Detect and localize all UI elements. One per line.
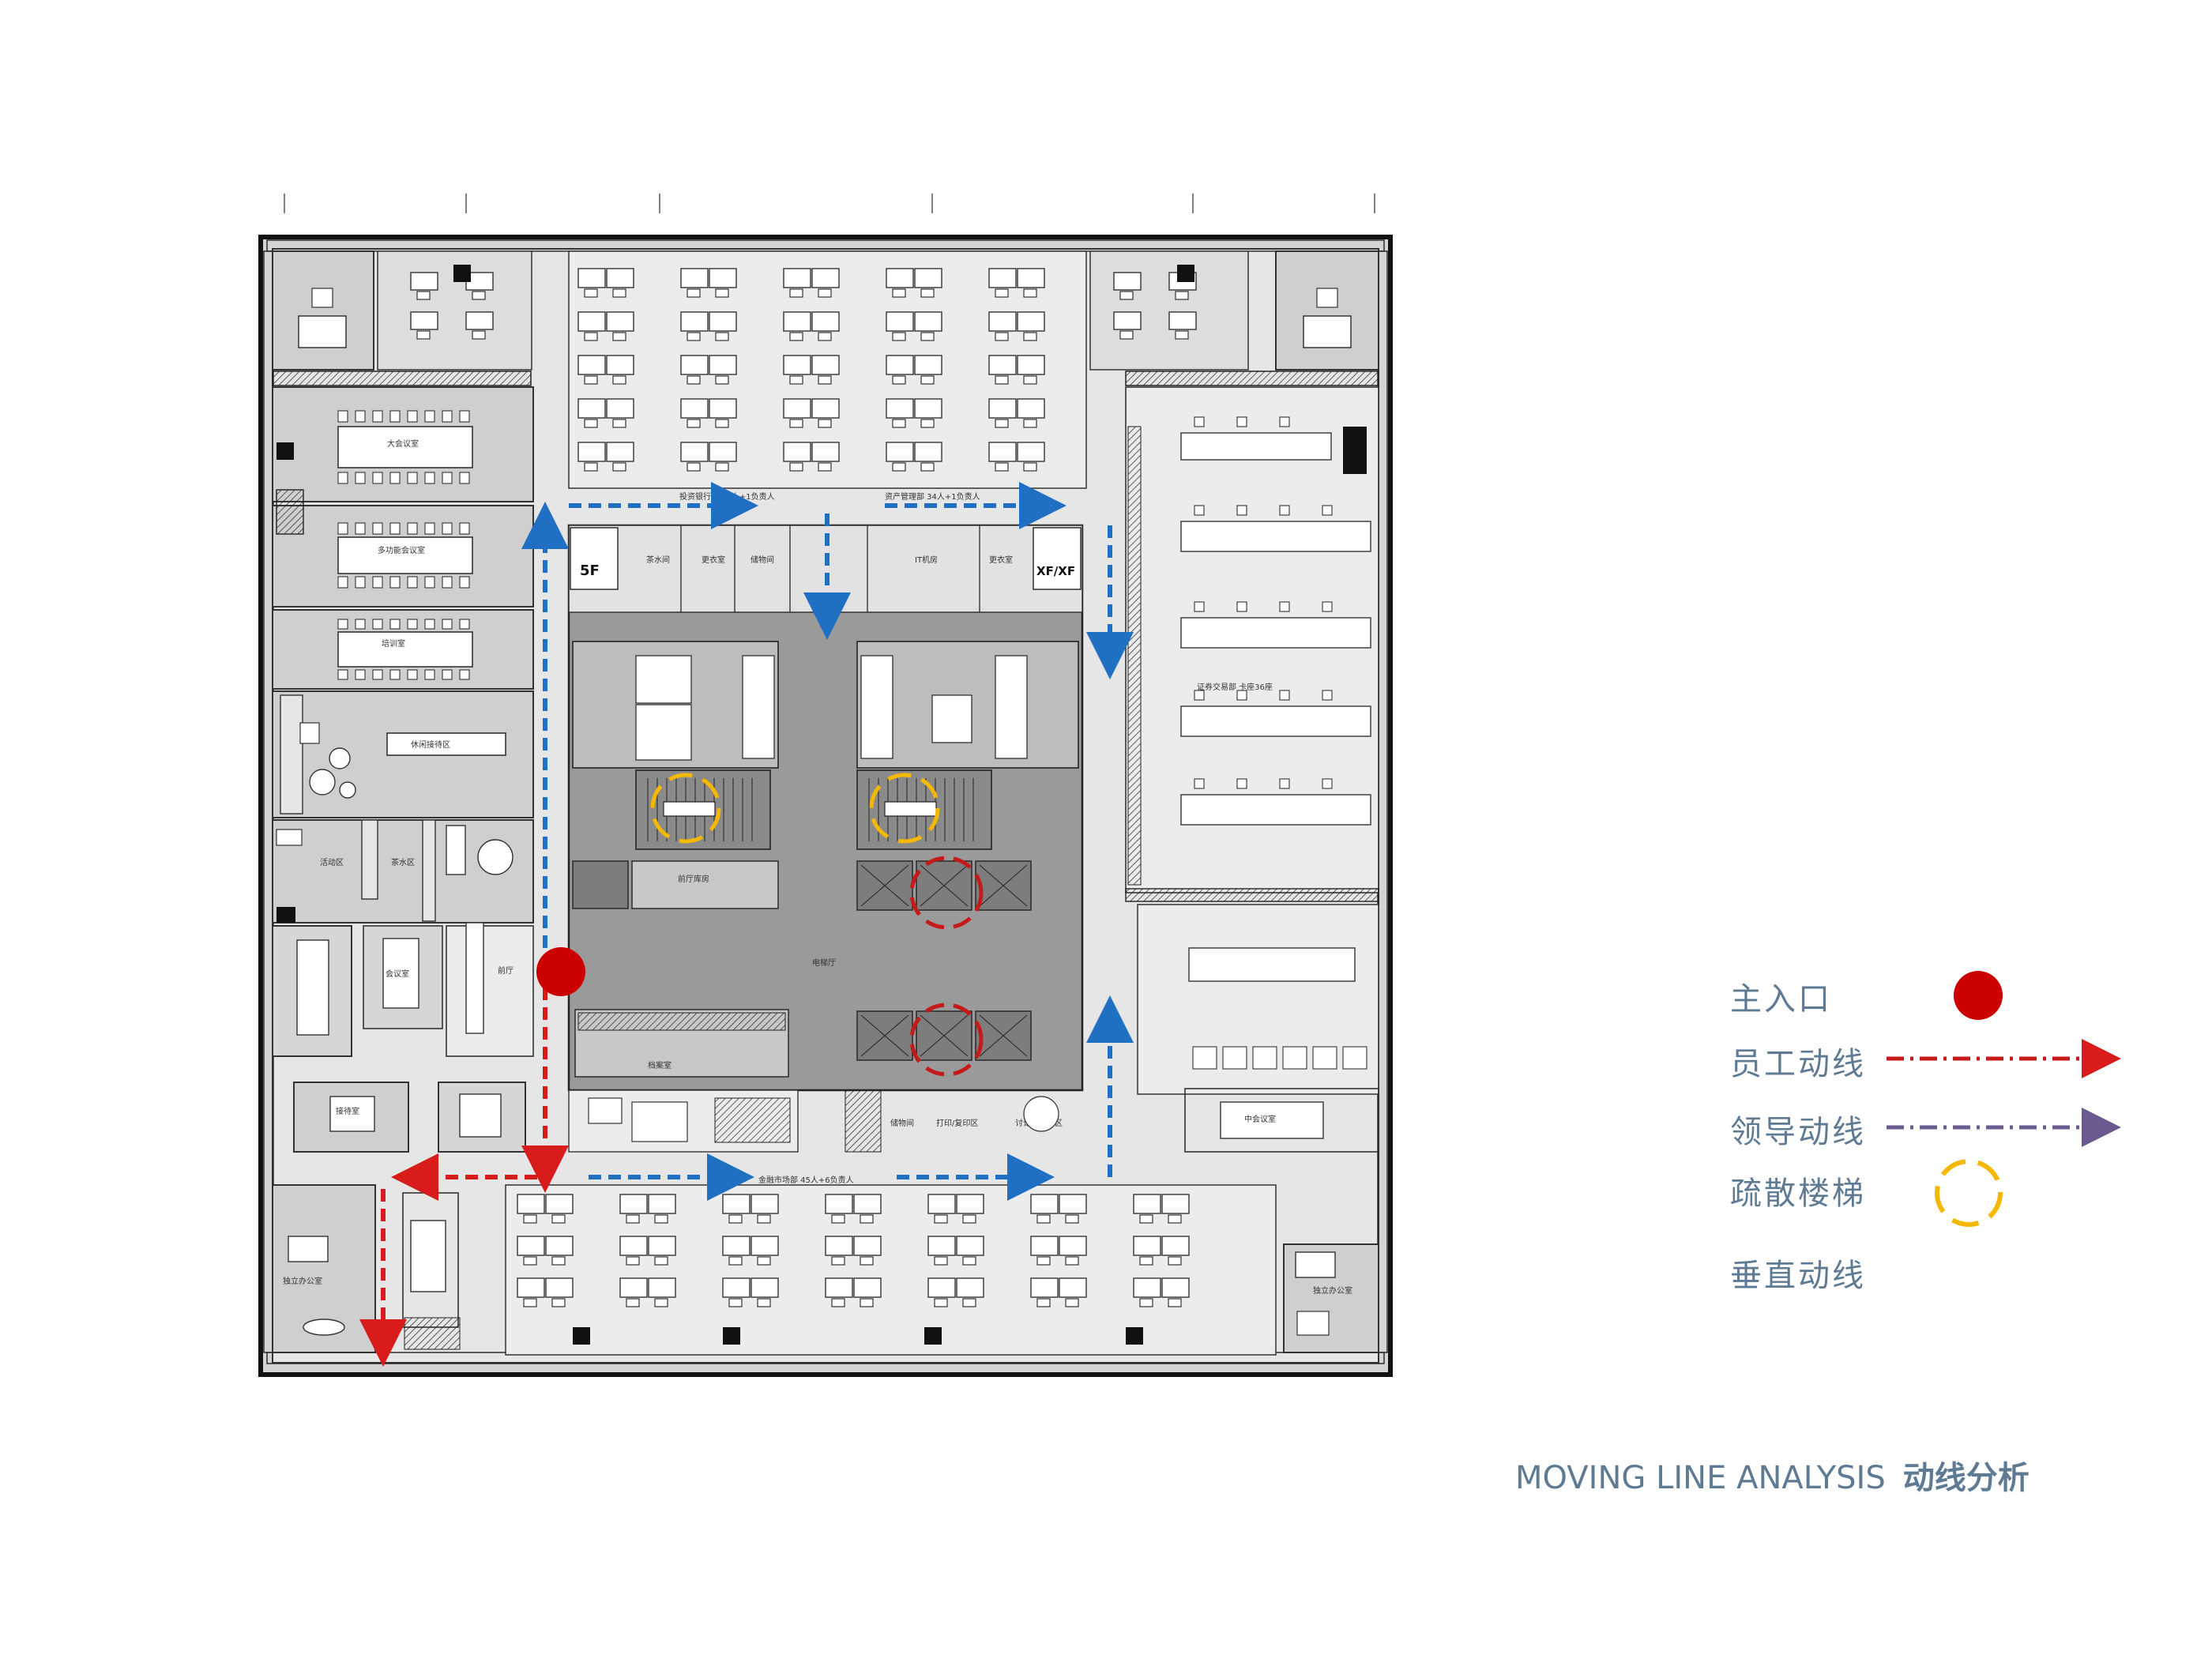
room-label-print: 打印/复印区 bbox=[936, 1118, 978, 1128]
legend-label-main-entrance: 主入口 bbox=[1730, 981, 1832, 1018]
securities-trading-area: 证券交易部 卡座36座 bbox=[1125, 386, 1379, 902]
floor-label-xf: XF/XF bbox=[1036, 564, 1075, 578]
vertical-circulation-markers bbox=[909, 856, 984, 1077]
figure-caption: MOVING LINE ANALYSIS 动线分析 bbox=[1515, 1452, 2030, 1498]
room-label-front-pantry: 前厅库房 bbox=[678, 874, 709, 884]
legend-label-vertical-route: 垂直动线 bbox=[1730, 1258, 1866, 1294]
room-label-elevator-hall: 电梯厅 bbox=[812, 957, 836, 968]
training-room: 培训室 bbox=[272, 609, 534, 690]
multi-meeting-room: 多功能会议室 bbox=[272, 489, 534, 608]
reception-rooms: 接待室 bbox=[293, 1082, 526, 1153]
room-label-securities: 证券交易部 卡座36座 bbox=[1197, 682, 1273, 692]
room-label-finance-market: 金融市场部 45人+6负责人 bbox=[758, 1175, 854, 1185]
room-label-locker2: 更衣室 bbox=[989, 555, 1013, 565]
top-right-offices bbox=[1089, 250, 1379, 386]
room-label-reception-hall: 休闲接待区 bbox=[411, 739, 450, 750]
room-label-it-room: IT机房 bbox=[915, 555, 938, 565]
room-label-activity: 活动区 bbox=[320, 858, 344, 867]
legend-label-leader-route: 领导动线 bbox=[1730, 1114, 1866, 1150]
legend-evacuation-icon bbox=[1935, 1159, 2003, 1227]
top-workstations: 投资银行部 40人+1负责人 资产管理部 34人+1负责人 bbox=[568, 250, 1087, 502]
room-label-archive: 档案室 bbox=[648, 1060, 672, 1070]
room-label-asset: 资产管理部 34人+1负责人 bbox=[885, 491, 980, 502]
legend-label-evacuation-stairs: 疏散楼梯 bbox=[1730, 1176, 1866, 1212]
caption-chinese: 动线分析 bbox=[1902, 1460, 2030, 1496]
bottom-left-office: 独立办公室 bbox=[272, 1184, 461, 1353]
central-core: 5F 茶水间 更衣室 储物间 IT机房 更衣室 XF/XF bbox=[567, 524, 1084, 1092]
right-mid-workstations: 中会议室 bbox=[1137, 904, 1379, 1153]
room-label-locker: 更衣室 bbox=[702, 555, 725, 565]
small-meeting-front-hall: 会议室 前厅 bbox=[272, 922, 534, 1057]
bottom-workstations: 金融市场部 45人+6负责人 bbox=[505, 1175, 1277, 1356]
bottom-right-office: 独立办公室 bbox=[1283, 1243, 1379, 1353]
room-label-investment: 投资银行部 40人+1负责人 bbox=[679, 491, 775, 502]
main-entrance-marker bbox=[536, 947, 585, 996]
legend bbox=[1887, 971, 2121, 1227]
room-label-storage2: 储物间 bbox=[890, 1118, 914, 1128]
main-circulation-routes bbox=[521, 482, 1134, 1201]
evacuation-stair-markers bbox=[650, 773, 940, 844]
room-label-multi-meeting: 多功能会议室 bbox=[378, 545, 425, 555]
lower-service-rooms: 储物间 打印/复印区 讨论、研讨区 bbox=[568, 1089, 1063, 1153]
big-meeting-room: 大会议室 bbox=[272, 386, 534, 502]
legend-label-staff-route: 员工动线 bbox=[1730, 1046, 1866, 1082]
staff-route bbox=[359, 988, 569, 1367]
room-label-front-hall: 前厅 bbox=[498, 965, 514, 976]
room-label-pantry: 茶水区 bbox=[391, 857, 415, 867]
room-label-reception: 接待室 bbox=[336, 1106, 359, 1116]
caption-english: MOVING LINE ANALYSIS bbox=[1515, 1460, 1886, 1496]
room-label-storage: 储物间 bbox=[750, 555, 774, 565]
leisure-reception-area: 休闲接待区 bbox=[272, 690, 534, 818]
room-label-office-right: 独立办公室 bbox=[1313, 1285, 1352, 1296]
room-label-meeting-mid: 中会议室 bbox=[1244, 1114, 1276, 1124]
room-label-training: 培训室 bbox=[382, 638, 405, 649]
floor-label-5f: 5F bbox=[580, 562, 600, 579]
top-left-offices bbox=[272, 250, 532, 386]
room-label-tea-room: 茶水间 bbox=[646, 555, 670, 565]
activity-pantry-area: 活动区 茶水区 bbox=[272, 819, 534, 924]
room-label-office-left: 独立办公室 bbox=[283, 1276, 322, 1286]
room-label-big-meeting: 大会议室 bbox=[387, 438, 419, 449]
legend-entrance-icon bbox=[1954, 971, 2003, 1020]
room-label-meeting-small: 会议室 bbox=[386, 969, 409, 979]
